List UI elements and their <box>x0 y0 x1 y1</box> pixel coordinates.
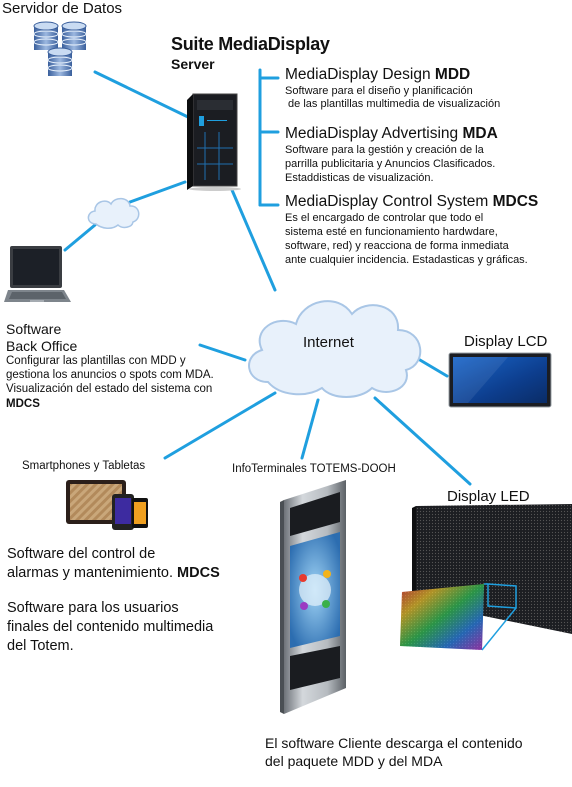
cloud-laptop-line <box>63 223 97 252</box>
display-lcd-label: Display LCD <box>464 333 548 350</box>
smartphones-label: Smartphones y Tabletas <box>22 460 146 472</box>
mdcs-desc-4: ante cualquier incidencia. Estadasticas … <box>285 254 528 266</box>
mda-desc-2: parrilla publicitaria y Anuncios Clasifi… <box>285 158 496 170</box>
mdcs-desc-2: sistema esté en funcionamiento hardwdare… <box>285 226 498 238</box>
backoffice-desc-3: Visualización del estado del sistema con <box>6 383 213 395</box>
internet-label: Internet <box>303 334 354 351</box>
internet-led-line <box>373 396 472 486</box>
database-icon <box>33 21 87 76</box>
server-cloud-line <box>128 180 187 204</box>
mda-desc-3: Estaddisticas de visualización. <box>285 172 434 184</box>
display-led-label: Display LED <box>447 488 530 505</box>
mdcs-title: MediaDisplay Control System MDCS <box>285 193 539 210</box>
internet-lcd-line <box>418 358 449 378</box>
client-note-line2: del paquete MDD y del MDA <box>265 753 443 769</box>
db-server-line <box>93 70 192 120</box>
tablets-phones-icon <box>66 480 148 530</box>
server-internet-line <box>230 188 277 292</box>
client-note-line1: El software Cliente descarga el contenid… <box>265 735 523 751</box>
mdd-title: MediaDisplay Design MDD <box>285 66 471 83</box>
database-label: Servidor de Datos <box>2 0 123 17</box>
totems-label: InfoTerminales TOTEMS-DOOH <box>232 463 396 475</box>
suite-subtitle: Server <box>171 56 215 72</box>
mda-desc-1: Software para la gestión y creación de l… <box>285 144 484 156</box>
mdd-desc-1: Software para el diseño y planificación <box>285 85 473 97</box>
suite-title: Suite MediaDisplay <box>171 34 330 54</box>
mobile-sw-line1: Software del control de <box>7 546 156 562</box>
backoffice-desc-1: Configurar las plantillas con MDD y <box>6 355 186 367</box>
mdd-desc-2: de las plantillas multimedia de visualiz… <box>285 98 501 110</box>
enduser-sw-line3: del Totem. <box>7 638 74 654</box>
backoffice-abbr: MDCS <box>6 398 40 410</box>
laptop-icon <box>4 246 71 302</box>
led-display-icon <box>400 504 572 651</box>
server-icon <box>187 93 241 191</box>
enduser-sw-line1: Software para los usuarios <box>7 600 179 616</box>
internet-cloud-icon <box>248 300 422 398</box>
lcd-display-icon <box>448 352 552 408</box>
backoffice-title-1: Software <box>6 321 62 337</box>
small-cloud-icon <box>87 197 140 229</box>
mdcs-desc-3: software, red) y reacciona de forma inme… <box>285 240 509 252</box>
internet-backoffice-line <box>198 343 247 362</box>
backoffice-desc-2: gestiona los anuncios o spots com MDA. <box>6 369 214 381</box>
internet-totem-line <box>300 398 320 460</box>
enduser-sw-line2: finales del contenido multimedia <box>7 619 214 635</box>
mobile-sw-line2: alarmas y mantenimiento. MDCS <box>7 565 220 581</box>
mda-title: MediaDisplay Advertising MDA <box>285 125 498 142</box>
mdcs-desc-1: Es el encargado de controlar que todo el <box>285 212 484 224</box>
totem-kiosk-icon <box>280 480 346 714</box>
backoffice-title-2: Back Office <box>6 338 78 354</box>
internet-mobile-line <box>163 391 277 460</box>
